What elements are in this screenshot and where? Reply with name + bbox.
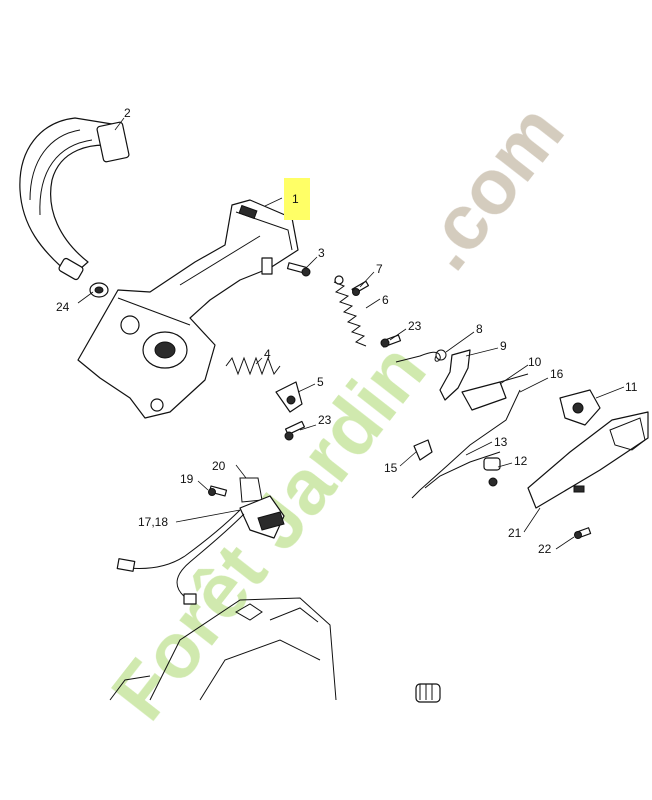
lever-part-10 bbox=[461, 373, 529, 411]
rod-part-16 bbox=[411, 389, 521, 499]
spring-part-12 bbox=[483, 457, 501, 487]
callout-4: 4 bbox=[264, 347, 271, 361]
callout-15: 15 bbox=[384, 461, 398, 475]
callout-22: 22 bbox=[538, 542, 552, 556]
housing-part-1 bbox=[77, 199, 299, 419]
switch-part-11 bbox=[559, 389, 601, 426]
callout-20: 20 bbox=[212, 459, 226, 473]
callout-23-upper: 23 bbox=[408, 319, 422, 333]
screw-part-7 bbox=[351, 280, 370, 296]
callout-5: 5 bbox=[317, 375, 324, 389]
watermark-com: .com bbox=[399, 88, 580, 286]
screw-part-3 bbox=[286, 262, 311, 277]
screw-part-23-upper bbox=[380, 334, 402, 348]
callout-21: 21 bbox=[508, 526, 522, 540]
grommet-part-24 bbox=[89, 282, 109, 298]
leader-lines bbox=[77, 117, 625, 550]
callout-10: 10 bbox=[528, 355, 542, 369]
callout-24: 24 bbox=[56, 300, 70, 314]
spring-part-6 bbox=[333, 275, 367, 347]
callout-6: 6 bbox=[382, 293, 389, 307]
catch-part-15 bbox=[413, 439, 433, 461]
callout-1: 1 bbox=[292, 192, 299, 206]
screw-part-23-lower bbox=[284, 420, 306, 441]
trigger-part-9 bbox=[439, 349, 471, 401]
callout-16: 16 bbox=[550, 367, 564, 381]
rod-part-13 bbox=[424, 451, 501, 489]
handlebar-part-2 bbox=[19, 117, 130, 281]
engine-block bbox=[109, 597, 441, 703]
callout-2: 2 bbox=[124, 106, 131, 120]
harness-part-17-18 bbox=[116, 495, 285, 605]
callouts: 1 2 3 4 5 6 7 8 9 10 11 12 13 15 16 17,1… bbox=[56, 106, 638, 556]
callout-17-18: 17,18 bbox=[138, 515, 168, 529]
callout-13: 13 bbox=[494, 435, 508, 449]
callout-1-highlight bbox=[284, 178, 310, 220]
callout-23-lower: 23 bbox=[318, 413, 332, 427]
stop-part-5 bbox=[275, 381, 303, 413]
screw-part-19 bbox=[208, 485, 228, 497]
callout-3: 3 bbox=[318, 246, 325, 260]
screw-part-22 bbox=[574, 527, 592, 539]
spring-part-4 bbox=[225, 356, 281, 376]
callout-19: 19 bbox=[180, 472, 194, 486]
callout-9: 9 bbox=[500, 339, 507, 353]
spring-part-8 bbox=[395, 349, 447, 363]
callout-8: 8 bbox=[476, 322, 483, 336]
callout-12: 12 bbox=[514, 454, 528, 468]
callout-7: 7 bbox=[376, 262, 383, 276]
callout-11: 11 bbox=[625, 380, 638, 394]
cover-part-21 bbox=[527, 411, 649, 509]
